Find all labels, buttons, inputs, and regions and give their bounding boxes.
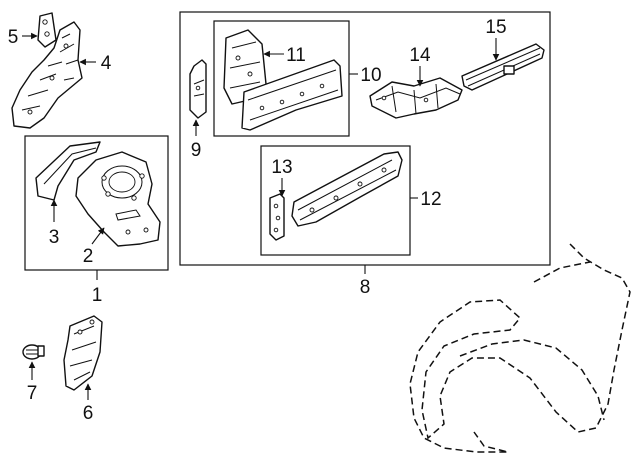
sub-box-10 <box>213 20 350 137</box>
callout-8: 8 <box>360 277 371 298</box>
callout-10: 10 <box>360 65 381 86</box>
callout-1: 1 <box>92 285 103 306</box>
callout-11: 11 <box>286 45 306 66</box>
part-2-strut-housing[interactable] <box>75 151 161 247</box>
part-15-extension[interactable] <box>461 43 545 91</box>
callout-4: 4 <box>101 53 112 74</box>
part-3-reinforcement[interactable] <box>35 141 101 201</box>
part-10-rail[interactable] <box>241 59 343 131</box>
leader-lines <box>22 32 500 400</box>
callout-9: 9 <box>191 140 202 161</box>
part-11-inner-panel[interactable] <box>223 29 267 105</box>
part-12-side-member[interactable] <box>291 151 403 227</box>
part-7-clip[interactable] <box>22 344 45 360</box>
part-13-plate[interactable] <box>269 193 285 241</box>
part-5-bracket[interactable] <box>37 12 57 48</box>
part-4-side-member[interactable] <box>11 21 83 129</box>
callout-13: 13 <box>271 157 292 178</box>
callout-7: 7 <box>27 383 38 404</box>
fender-outline <box>409 243 631 453</box>
sub-box-12 <box>260 145 411 256</box>
part-14-crossmember[interactable] <box>369 77 463 119</box>
callout-12: 12 <box>420 189 441 210</box>
callout-numbers: 1 2 3 4 5 6 7 8 9 10 11 12 13 14 15 <box>8 17 507 424</box>
callout-15: 15 <box>485 17 506 38</box>
callout-2: 2 <box>83 246 94 267</box>
callout-14: 14 <box>409 45 431 66</box>
callout-5: 5 <box>8 27 19 48</box>
part-6-splash-shield[interactable] <box>63 315 103 391</box>
callout-3: 3 <box>49 227 60 248</box>
part-9-bracket[interactable] <box>189 59 207 119</box>
callout-6: 6 <box>83 403 94 424</box>
